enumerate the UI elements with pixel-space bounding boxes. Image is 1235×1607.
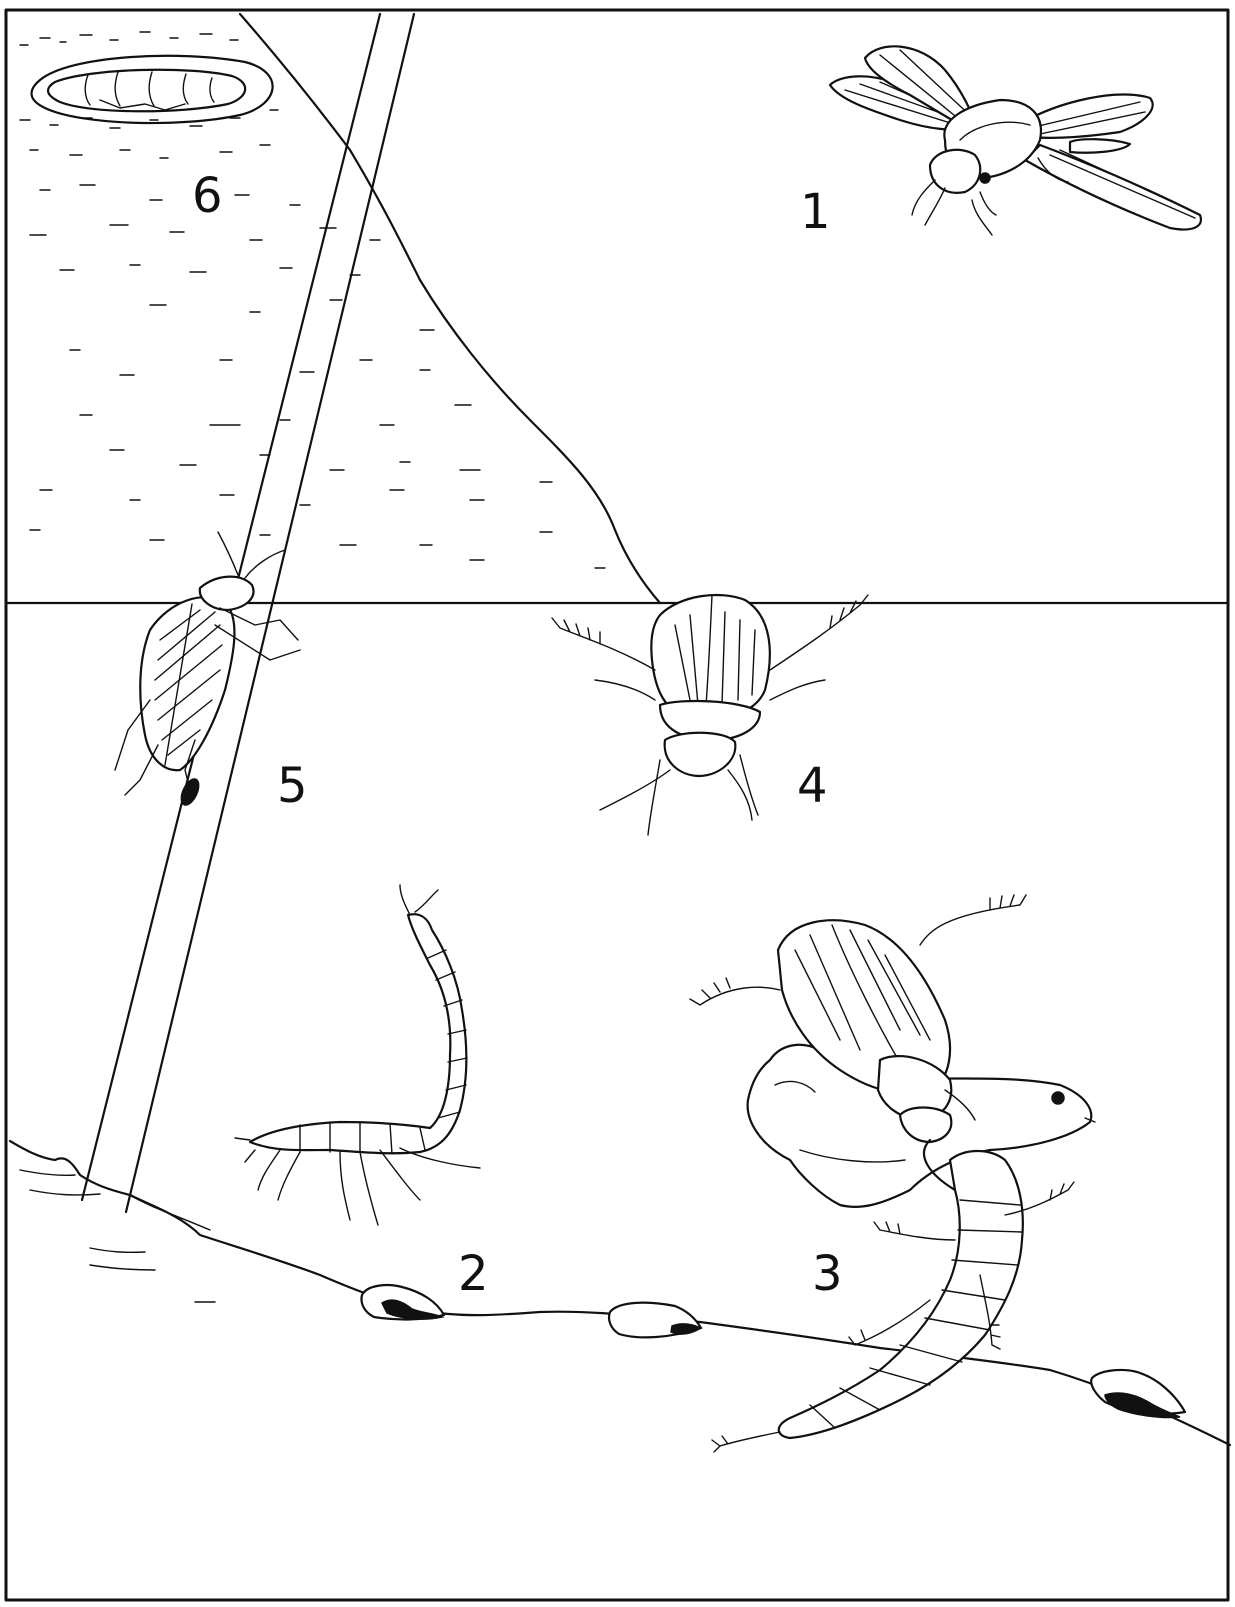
water-beetle-larva <box>235 885 480 1225</box>
pupa-chamber <box>32 56 273 123</box>
flying-beetle <box>830 46 1201 235</box>
reed-stem <box>82 14 414 1212</box>
frame-border <box>6 10 1228 1600</box>
stage-label-4: 4 <box>797 758 828 814</box>
stage-label-1: 1 <box>800 184 831 240</box>
stage-label-6: 6 <box>192 168 223 224</box>
stage-label-3: 3 <box>812 1246 843 1302</box>
pond-bottom <box>10 1141 1230 1445</box>
stage-label-5: 5 <box>277 758 308 814</box>
climbing-beetle <box>115 532 300 808</box>
bank-soil <box>20 14 660 603</box>
stage-label-2: 2 <box>458 1246 489 1302</box>
